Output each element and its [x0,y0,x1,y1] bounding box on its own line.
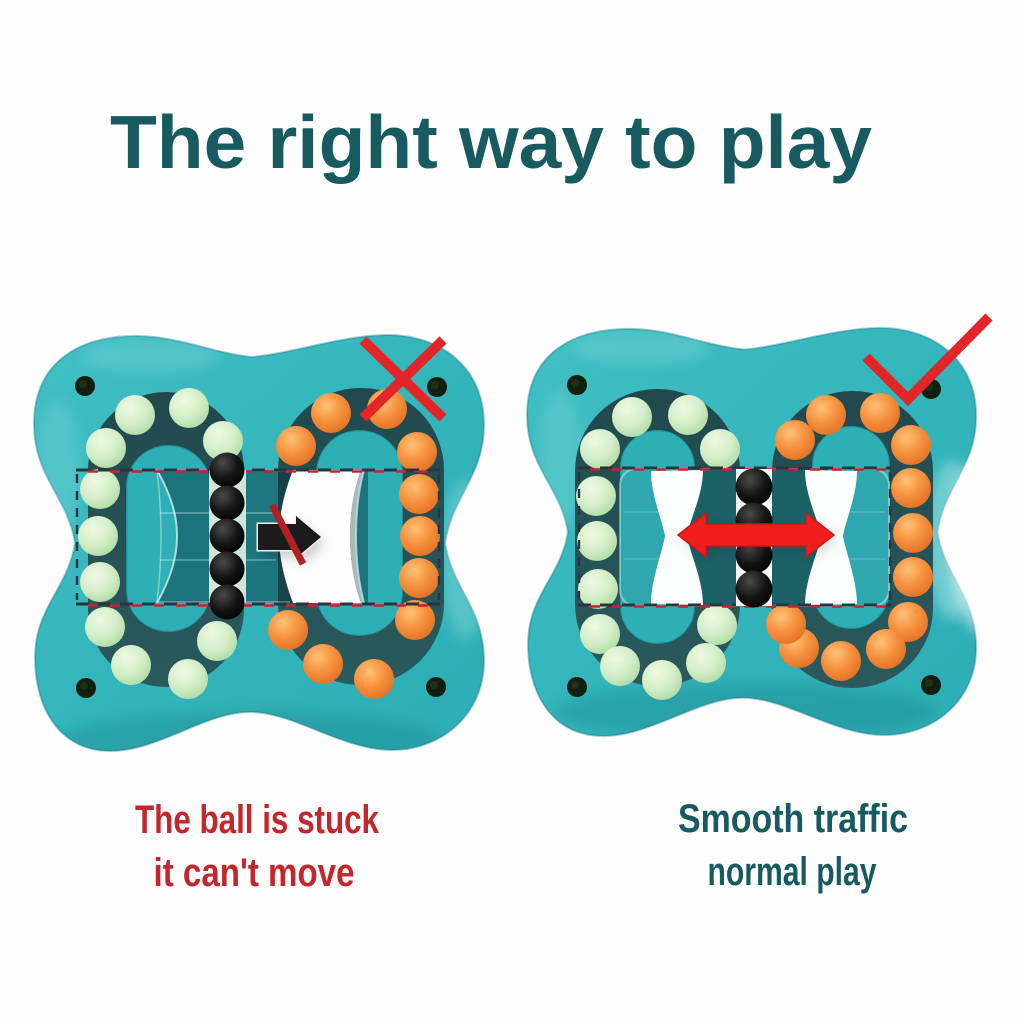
svg-text:Smooth traffic: Smooth traffic [678,797,908,841]
svg-text:The ball is stuck: The ball is stuck [135,798,380,842]
svg-text:normal play: normal play [708,850,878,894]
svg-text:it can't move: it can't move [154,851,355,895]
svg-text:The right way to play: The right way to play [110,100,872,184]
